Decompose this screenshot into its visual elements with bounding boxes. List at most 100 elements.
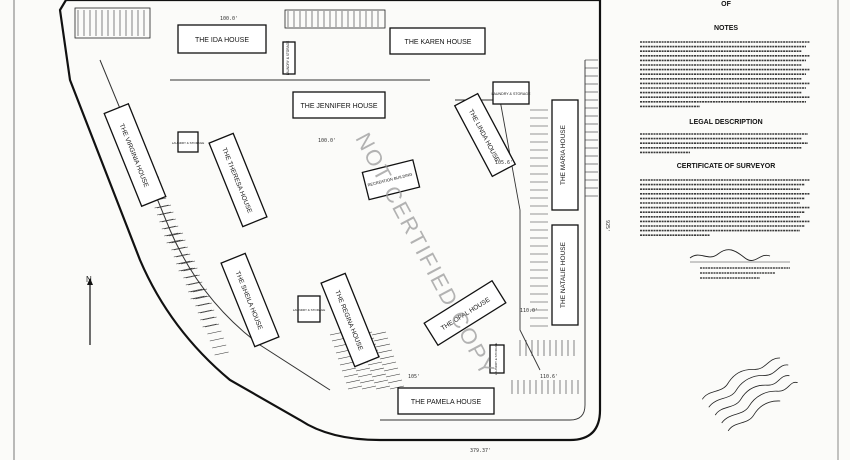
parking-stall-line <box>161 218 176 223</box>
signature-caption-block <box>700 267 790 279</box>
notes-heading: NOTES <box>714 25 738 32</box>
parking-stall-line <box>204 323 220 328</box>
legal-description-heading: LEGAL DESCRIPTION <box>689 119 762 126</box>
dimension-small-d: 110.6' <box>540 374 558 380</box>
parking-stall-line <box>180 260 196 265</box>
parking-stall-line <box>161 225 176 230</box>
parking-stall-line <box>212 344 227 349</box>
parking-stall-line <box>190 295 205 300</box>
notes-text-block <box>640 41 810 108</box>
parking-stall-line <box>369 367 385 372</box>
parking-stall-line <box>343 373 359 378</box>
sheila-house: THE SHEILA HOUSE <box>220 252 280 348</box>
parking-stall-line <box>178 260 193 265</box>
parking-stall-line <box>371 331 387 336</box>
parking-stall-line <box>202 323 217 328</box>
parking-stall-line <box>385 373 401 378</box>
parking-lot-top-left <box>74 7 151 39</box>
parking-stall-line <box>197 309 212 314</box>
parking-stall-line <box>202 316 217 321</box>
parking-stall-line <box>166 239 181 244</box>
parking-stall-line <box>168 239 184 244</box>
parking-stall-line <box>359 379 375 384</box>
regina-house: THE REGINA HOUSE <box>320 272 380 368</box>
dimension-small-c: 105' <box>408 374 420 380</box>
maria-house: THE MARIA HOUSE <box>551 99 579 211</box>
parking-stall-line <box>173 253 188 258</box>
parking-stall-line <box>341 367 357 372</box>
surveyor-signature <box>689 249 771 261</box>
parking-lot-right-column <box>530 59 598 327</box>
parking-stall-line <box>373 379 389 384</box>
parking-stall-line <box>389 385 405 390</box>
laundry-storage-1: LAUNDRY & STORAGE <box>282 41 296 76</box>
svg-text:LAUNDRY & STORAGE: LAUNDRY & STORAGE <box>494 343 498 376</box>
dimension-bottom-edge: 379.37' <box>470 448 491 454</box>
parking-stall-line <box>171 246 186 251</box>
parking-stall-line <box>379 355 395 360</box>
maria-house-label: THE MARIA HOUSE <box>560 124 567 185</box>
parking-stall-line <box>381 361 397 366</box>
ida-house-label: THE IDA HOUSE <box>195 37 249 44</box>
svg-text:LAUNDRY & STORAGE: LAUNDRY & STORAGE <box>293 308 326 312</box>
certificate-text-block <box>640 179 810 236</box>
parking-stall-line <box>180 267 196 272</box>
karen-house-label: THE KAREN HOUSE <box>405 39 472 46</box>
laundry-storage-3: LAUNDRY & STORAGE <box>172 131 205 153</box>
parking-stall-line <box>178 267 193 272</box>
parking-stall-line <box>195 295 210 300</box>
parking-stall-line <box>168 232 184 237</box>
parking-stall-line <box>183 267 198 272</box>
parking-stall-line <box>375 343 391 348</box>
laundry-storage-4: LAUNDRY & STORAGE <box>293 295 326 323</box>
parking-stall-line <box>176 260 191 265</box>
property-boundary <box>58 0 602 442</box>
pamela-house-label: THE PAMELA HOUSE <box>411 399 482 406</box>
laundry-storage-2: LAUNDRY & STORAGE <box>492 81 532 105</box>
parking-stall-line <box>171 239 186 244</box>
dimension-small-a: 105.6' <box>495 160 513 166</box>
theresa-house: THE THERESA HOUSE <box>208 132 268 228</box>
svg-text:LAUNDRY & STORAGE: LAUNDRY & STORAGE <box>286 41 290 76</box>
interior-road-edge <box>380 60 586 421</box>
parking-stall-line <box>156 211 172 216</box>
dimension-right-edge: 925' <box>604 220 610 232</box>
parking-stall-line <box>200 309 215 314</box>
parking-stall-line <box>195 302 210 307</box>
parking-stall-line <box>188 288 203 293</box>
dimension-small-e: 100.0' <box>318 138 336 144</box>
natalie-house-label: THE NATALIE HOUSE <box>560 241 567 308</box>
legal-description-text-block <box>640 133 808 154</box>
recreation-building: RECREATION BUILDING <box>361 159 421 201</box>
parking-stall-line <box>209 337 224 342</box>
jennifer-house-label: THE JENNIFER HOUSE <box>300 103 377 110</box>
parking-stall-line <box>375 385 391 390</box>
notes-panel: OF NOTES LEGAL DESCRIPTION CERTIFICATE O… <box>640 1 810 432</box>
svg-text:LAUNDRY & STORAGE: LAUNDRY & STORAGE <box>172 141 205 145</box>
certificate-heading: CERTIFICATE OF SURVEYOR <box>677 163 776 170</box>
parking-stall-line <box>367 361 383 366</box>
parking-stall-line <box>154 204 169 209</box>
parking-stall-line <box>188 281 203 286</box>
north-arrow: N <box>86 275 93 345</box>
ida-house: THE IDA HOUSE <box>177 24 267 54</box>
parking-stall-line <box>156 204 172 209</box>
parking-stall-line <box>183 274 198 279</box>
parking-stall-line <box>159 218 174 223</box>
dimension-small-b: 110.0' <box>520 308 538 314</box>
parking-stall-line <box>214 351 229 356</box>
parking-stall-line <box>176 253 191 258</box>
parking-stall-line <box>373 337 389 342</box>
parking-stall-line <box>347 385 363 390</box>
parking-stall-line <box>361 385 377 390</box>
interior-road-edge <box>455 99 541 371</box>
parking-stall-line <box>387 379 403 384</box>
parking-stall-line <box>207 330 222 335</box>
parking-stall-line <box>339 361 355 366</box>
laundry-storage-5: LAUNDRY & STORAGE <box>489 343 505 376</box>
parking-stall-line <box>200 316 215 321</box>
svg-text:LAUNDRY & STORAGE: LAUNDRY & STORAGE <box>492 92 532 96</box>
north-label: N <box>86 275 92 284</box>
parking-stall-line <box>164 225 179 230</box>
